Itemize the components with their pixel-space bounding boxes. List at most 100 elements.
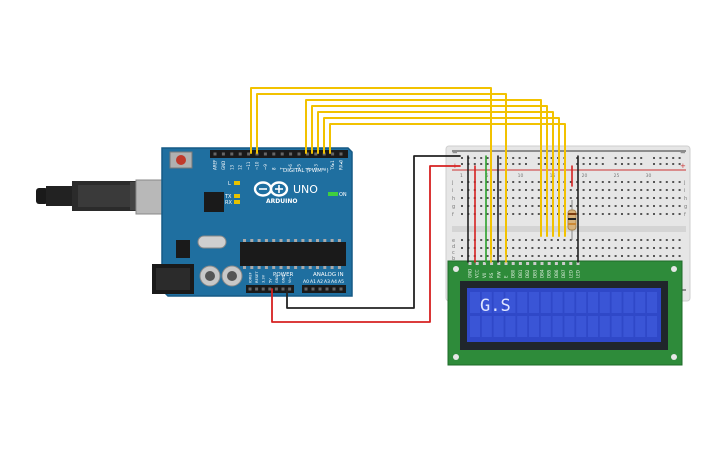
- lcd-pin: [576, 262, 580, 265]
- digital-pin-label: 12: [238, 164, 243, 170]
- digital-pin-label: 7: [280, 167, 285, 170]
- wire-yellow: [311, 105, 548, 237]
- wire-yellow: [250, 87, 492, 255]
- row-letter: h: [684, 196, 687, 202]
- lcd-cell: [481, 316, 492, 337]
- power-header-label: POWER: [273, 272, 294, 278]
- lcd-pin: [569, 262, 573, 265]
- lcd-cell: [540, 292, 551, 313]
- digital-pin: [247, 152, 251, 156]
- power-pin: [255, 287, 259, 291]
- analog-pin-label: A5: [338, 279, 344, 285]
- lcd-pin: [490, 262, 494, 265]
- lcd-cell: [505, 292, 516, 313]
- column-number: 25: [614, 173, 620, 179]
- row-letter: i: [684, 188, 685, 194]
- power-pin: [281, 287, 285, 291]
- analog-header-label: ANALOG IN: [313, 272, 344, 278]
- digital-pin-label: 8: [271, 167, 276, 170]
- lcd-cell: [588, 316, 598, 337]
- analog-pin: [304, 287, 308, 291]
- lcd-pin: [526, 262, 530, 265]
- crystal: [197, 235, 227, 249]
- lcd-cell: [623, 292, 634, 313]
- digital-pin-label: ~10: [255, 161, 260, 170]
- lcd-cell: [647, 292, 657, 313]
- digital-pin: [305, 152, 309, 156]
- power-pin: [274, 287, 278, 291]
- lcd-cell: [505, 316, 516, 337]
- lcd-cell: [529, 292, 539, 313]
- lcd-cell: [540, 316, 551, 337]
- power-pin: [261, 287, 265, 291]
- power-pin: [288, 287, 292, 291]
- atmega-chip: [240, 242, 346, 266]
- usb-cable: [46, 186, 74, 206]
- lcd-pin-label: RW: [496, 271, 501, 278]
- lcd-pin-label: V0: [482, 272, 487, 278]
- wire-yellow: [256, 93, 507, 255]
- row-letter: f: [452, 212, 454, 218]
- wires: [250, 87, 579, 323]
- analog-pin: [325, 287, 329, 291]
- lcd-display-text: G.S: [480, 296, 511, 316]
- svg-text:−: −: [452, 149, 458, 157]
- lcd-cell: [517, 292, 528, 313]
- analog-pin: [311, 287, 315, 291]
- lcd-cell: [470, 316, 480, 337]
- led-label-l: L: [228, 181, 231, 187]
- lcd-cell: [576, 292, 587, 313]
- digital-pin: [289, 152, 293, 156]
- digital-pin: [314, 152, 318, 156]
- wire-yellow: [323, 117, 560, 237]
- row-letter: c: [452, 250, 455, 256]
- digital-pin: [221, 152, 225, 156]
- lcd-cell: [611, 316, 622, 337]
- digital-pin-label: 13: [229, 164, 234, 170]
- column-number: 30: [646, 173, 652, 179]
- lcd-pin-label: GND: [468, 269, 473, 278]
- digital-pin-label: ~11: [246, 161, 251, 170]
- lcd-cell: [588, 292, 598, 313]
- digital-pin: [230, 152, 234, 156]
- lcd-cell: [493, 292, 504, 313]
- power-pin: [248, 287, 252, 291]
- power-pin-label: GND: [275, 275, 279, 283]
- row-letter: h: [452, 196, 455, 202]
- lcd-pin-label: RS: [489, 272, 494, 278]
- row-letter: g: [684, 204, 687, 210]
- lcd-pin-label: LED: [576, 270, 581, 278]
- digital-pin: [272, 152, 276, 156]
- model-label: UNO: [293, 183, 318, 196]
- lcd-cell: [481, 292, 492, 313]
- lcd-pin: [468, 262, 472, 265]
- led-label-tx: TX: [224, 194, 232, 200]
- lcd-pin-label: LED: [568, 270, 573, 278]
- lcd-pin: [554, 262, 558, 265]
- lcd-cell: [599, 292, 610, 313]
- column-number: 10: [518, 173, 524, 179]
- lcd-cell: [517, 316, 528, 337]
- lcd-cell: [611, 292, 622, 313]
- usb-chip: [204, 192, 224, 212]
- lcd-pin-label: DB1: [518, 269, 523, 278]
- row-letter: j: [683, 180, 685, 186]
- power-pin-label: RESET: [255, 271, 259, 283]
- wire-yellow: [329, 123, 566, 237]
- digital-header-label: DIGITAL (PWM~): [283, 168, 329, 174]
- lcd-cell: [552, 292, 563, 313]
- power-pin-label: IOREF: [249, 272, 253, 283]
- lcd-pin-label: DB0: [511, 269, 516, 278]
- digital-pin-label: 4: [305, 167, 310, 170]
- analog-pin-label: A1: [310, 279, 316, 285]
- terminal-strips: [461, 181, 681, 257]
- lcd-pin: [504, 262, 508, 265]
- digital-pin: [238, 152, 242, 156]
- lcd-pin: [547, 262, 551, 265]
- column-number: 20: [582, 173, 588, 179]
- column-number: 1: [460, 173, 463, 179]
- lcd-cell: [599, 316, 610, 337]
- power-pin-label: Vin: [288, 277, 292, 283]
